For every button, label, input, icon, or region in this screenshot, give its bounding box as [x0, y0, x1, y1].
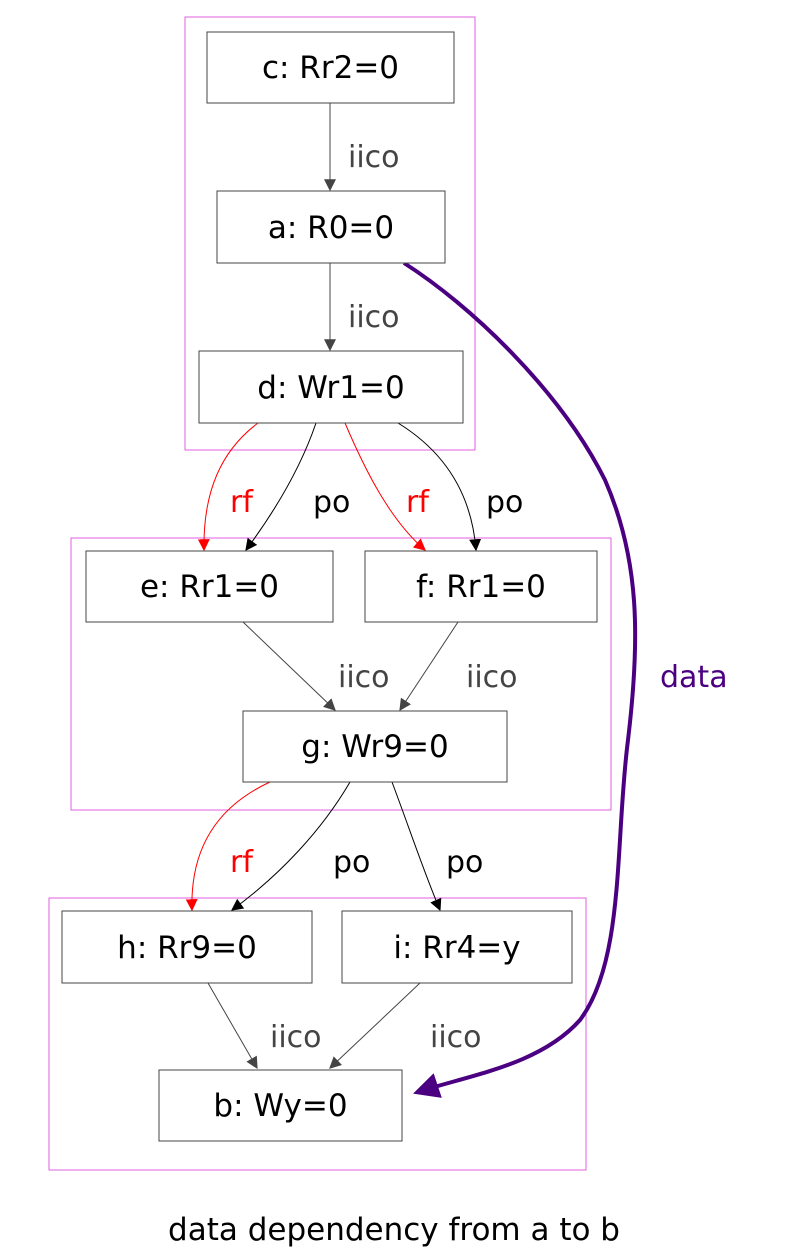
edge-d-e-po — [245, 422, 317, 551]
edge-a-b-data — [402, 261, 638, 1098]
edge-label-a-d: iico — [348, 300, 400, 335]
node-b: b: Wy=0 — [158, 1069, 403, 1142]
edge-label-d-f-rf: rf — [406, 485, 430, 520]
node-h: h: Rr9=0 — [61, 910, 313, 984]
node-label-g: g: Wr9=0 — [301, 729, 448, 765]
edge-d-f-po — [397, 422, 482, 552]
edge-label-e-g: iico — [338, 660, 390, 695]
edge-label-c-a: iico — [348, 140, 400, 175]
node-d: d: Wr1=0 — [198, 350, 464, 424]
edge-label-f-g: iico — [466, 660, 518, 695]
diagram-caption: data dependency from a to b — [168, 1212, 620, 1248]
edge-i-b-iico — [329, 982, 421, 1069]
edge-label-a-b-data: data — [660, 660, 728, 695]
node-g: g: Wr9=0 — [242, 710, 508, 783]
edge-label-d-e-po: po — [313, 485, 350, 520]
node-label-i: i: Rr4=y — [393, 930, 520, 966]
node-i: i: Rr4=y — [341, 910, 573, 984]
node-label-h: h: Rr9=0 — [117, 930, 257, 966]
edge-f-g-iico — [399, 621, 459, 712]
edge-d-e-rf — [197, 422, 259, 552]
edge-label-g-h-po: po — [333, 845, 370, 880]
thread-group-bottom — [48, 897, 587, 1171]
edge-label-i-b: iico — [430, 1020, 482, 1055]
edge-g-i-po — [391, 781, 442, 912]
thread-group-top — [184, 16, 476, 451]
edge-label-g-i-po: po — [446, 845, 483, 880]
edge-label-g-h-rf: rf — [230, 845, 254, 880]
node-label-b: b: Wy=0 — [213, 1088, 347, 1124]
node-label-c: c: Rr2=0 — [262, 50, 399, 86]
node-a: a: R0=0 — [216, 190, 446, 264]
edge-label-d-f-po: po — [486, 485, 523, 520]
node-c: c: Rr2=0 — [206, 31, 455, 104]
node-e: e: Rr1=0 — [85, 550, 334, 623]
node-label-e: e: Rr1=0 — [140, 569, 279, 605]
node-f: f: Rr1=0 — [364, 550, 598, 623]
node-label-d: d: Wr1=0 — [257, 370, 404, 406]
thread-group-middle — [70, 537, 612, 811]
edge-label-h-b: iico — [270, 1020, 322, 1055]
edge-g-h-po — [231, 781, 351, 911]
edge-label-d-e-rf: rf — [230, 485, 254, 520]
node-label-f: f: Rr1=0 — [416, 569, 546, 605]
edge-g-h-rf — [185, 781, 271, 912]
edge-h-b-iico — [207, 982, 258, 1070]
edge-d-f-rf — [344, 422, 426, 551]
edge-e-g-iico — [242, 621, 336, 711]
node-label-a: a: R0=0 — [268, 210, 394, 246]
